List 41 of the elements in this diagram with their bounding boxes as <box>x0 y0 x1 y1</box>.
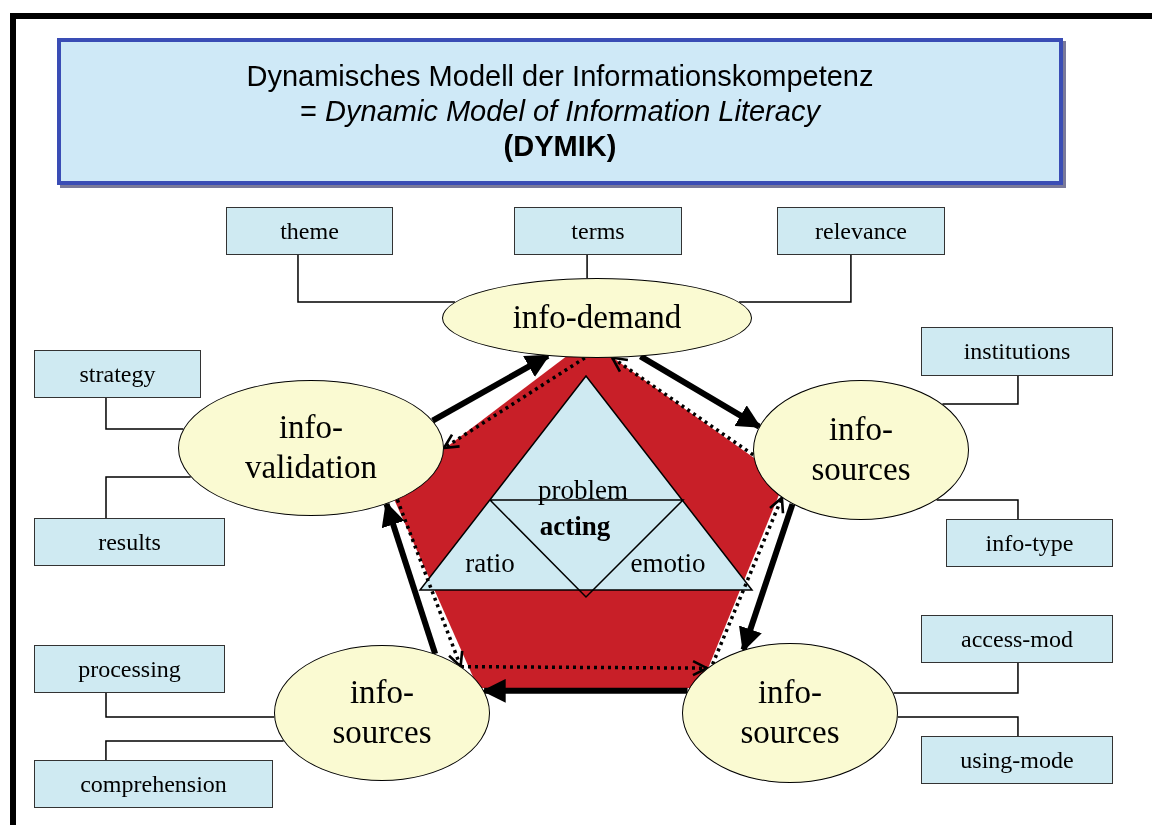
stage-ellipse: info- sources <box>682 643 898 783</box>
stage-ellipse: info- sources <box>753 380 969 520</box>
stage-ellipse: info- sources <box>274 645 490 781</box>
stage-ellipse: info- validation <box>178 380 444 516</box>
connector-line <box>105 692 275 718</box>
aspect-box: comprehension <box>34 760 273 808</box>
arrow <box>442 356 586 450</box>
arrow <box>739 503 796 653</box>
aspect-box: institutions <box>921 327 1113 376</box>
aspect-box: access-mod <box>921 615 1113 663</box>
aspect-box: terms <box>514 207 682 255</box>
connector-line <box>738 254 852 303</box>
triangle-label: problem <box>538 474 628 506</box>
aspect-box: results <box>34 518 225 566</box>
connector-line <box>105 740 285 761</box>
arrow <box>381 501 439 655</box>
aspect-box: processing <box>34 645 225 693</box>
arrow <box>460 659 709 677</box>
stage-ellipse: info-demand <box>442 278 752 358</box>
connector-line <box>897 716 1019 737</box>
connector-line <box>586 254 588 279</box>
arrow <box>710 496 785 665</box>
arrow <box>638 353 762 430</box>
aspect-box: relevance <box>777 207 945 255</box>
connector-line <box>105 397 185 430</box>
connector-line <box>941 375 1019 405</box>
connector-line <box>297 254 456 303</box>
triangle-label: ratio <box>465 547 515 579</box>
aspect-box: info-type <box>946 519 1113 567</box>
title-box: Dynamisches Modell der Informationskompetenz = Dynamic Model of Information Literacy (DYMIK) <box>57 38 1063 185</box>
triangle-label: acting <box>539 510 611 542</box>
arrow <box>395 499 464 668</box>
triangle-label: emotio <box>630 547 706 579</box>
arrow <box>481 678 688 703</box>
connector-line <box>935 499 1019 520</box>
connector-line <box>105 476 192 519</box>
aspect-box: theme <box>226 207 393 255</box>
aspect-box: strategy <box>34 350 201 398</box>
arrow <box>431 353 550 424</box>
aspect-box: using-mode <box>921 736 1113 784</box>
arrow <box>611 356 755 457</box>
